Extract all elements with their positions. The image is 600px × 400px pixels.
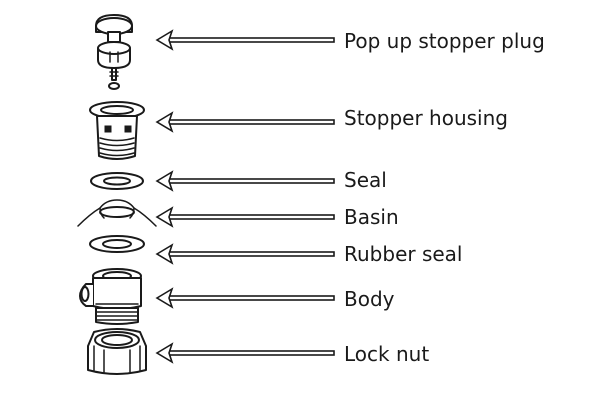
label-pop-up-stopper-plug: Pop up stopper plug — [344, 29, 545, 53]
label-rubber-seal: Rubber seal — [344, 242, 463, 266]
arrow-seal — [155, 170, 335, 192]
arrow-rubber-seal — [155, 243, 335, 265]
rubber-seal-illustration — [89, 235, 145, 253]
label-lock-nut: Lock nut — [344, 342, 430, 366]
label-basin: Basin — [344, 205, 399, 229]
body-illustration — [79, 268, 142, 325]
arrow-basin — [155, 206, 335, 228]
pop-up-stopper-plug-illustration — [95, 14, 133, 90]
arrow-body — [155, 287, 335, 309]
label-seal: Seal — [344, 168, 387, 192]
label-body: Body — [344, 287, 395, 311]
label-stopper-housing: Stopper housing — [344, 106, 508, 130]
basin-illustration — [77, 199, 157, 227]
lock-nut-illustration — [87, 328, 147, 375]
arrow-lock-nut — [155, 342, 335, 364]
arrow-pop-up-stopper-plug — [155, 29, 335, 51]
arrow-stopper-housing — [155, 111, 335, 133]
stopper-housing-illustration — [89, 101, 145, 160]
seal-illustration — [90, 172, 144, 190]
